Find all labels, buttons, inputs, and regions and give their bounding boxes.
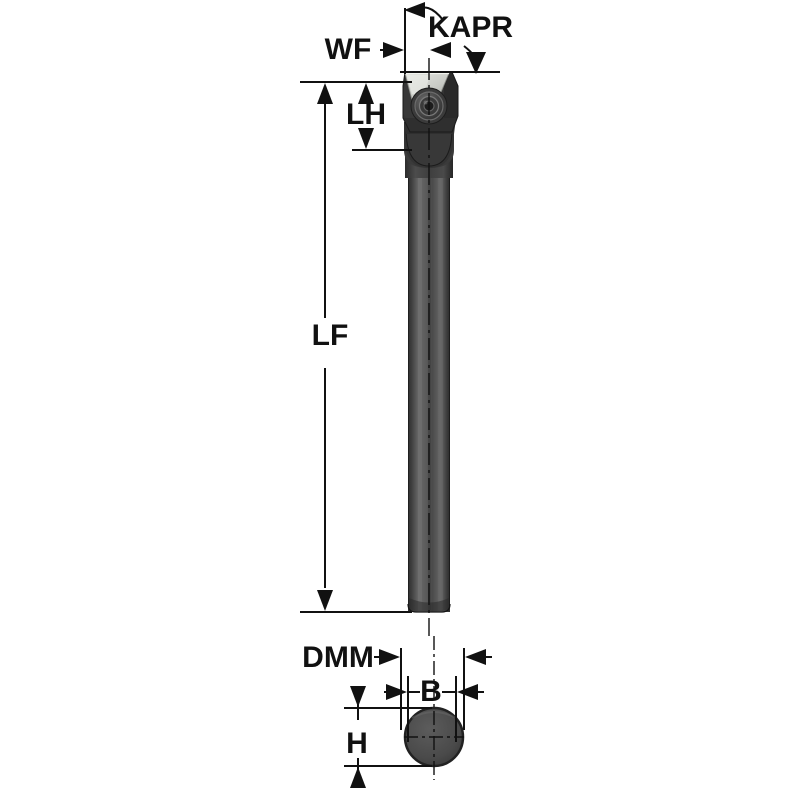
arrowhead-left <box>404 2 425 18</box>
dimension-label-b: B <box>420 675 442 708</box>
arrowhead-up <box>317 83 333 104</box>
arrowhead-down <box>358 128 374 149</box>
dimension-h: H <box>344 686 432 788</box>
side-view-tool-body <box>402 58 459 636</box>
arrowhead-left <box>430 42 451 58</box>
arrowhead-down <box>350 686 366 707</box>
arrowhead-left <box>457 684 478 700</box>
dimension-label-kapr: KAPR <box>428 11 513 44</box>
dimension-lh: LH <box>346 83 412 151</box>
dimension-b: B <box>384 675 484 742</box>
dimension-label-lh: LH <box>346 98 386 131</box>
arrowhead-right <box>386 684 407 700</box>
dimension-kapr: KAPR <box>400 2 513 74</box>
dimension-dmm: DMM <box>302 641 492 730</box>
arrowhead-left <box>465 649 486 665</box>
dimension-lf: LF <box>300 81 412 613</box>
arrowhead-right <box>379 649 400 665</box>
arrowhead-down <box>466 52 486 74</box>
dimension-label-wf: WF <box>325 33 372 66</box>
dimension-label-lf: LF <box>312 319 349 352</box>
arrowhead-up <box>358 83 374 104</box>
arrowhead-up <box>350 767 366 788</box>
cross-section-view <box>403 636 465 780</box>
dimension-label-dmm: DMM <box>302 641 374 674</box>
arrowhead-down <box>317 590 333 611</box>
dimension-label-h: H <box>346 727 368 760</box>
arrowhead-right <box>383 42 404 58</box>
dimension-wf: WF <box>325 8 451 74</box>
